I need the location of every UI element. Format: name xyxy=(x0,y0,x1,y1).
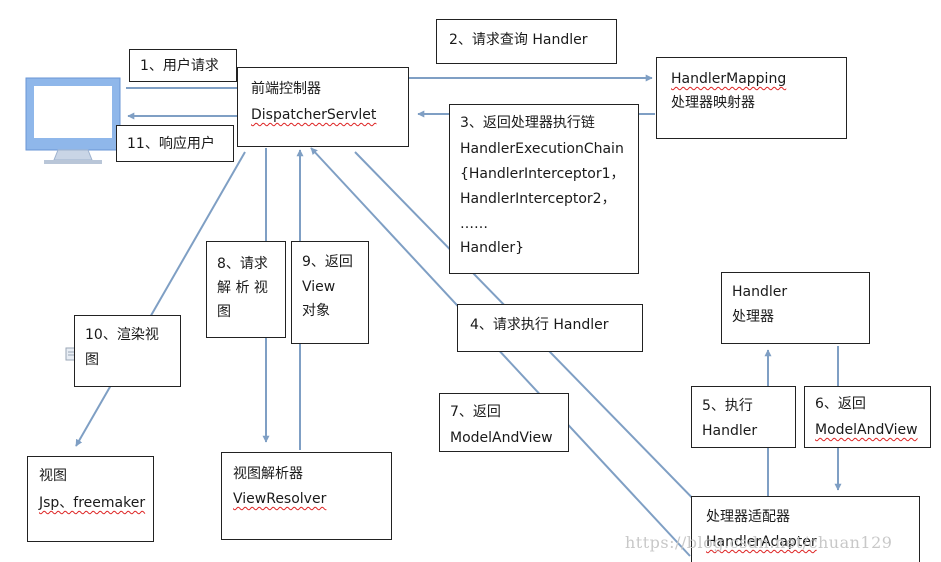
handler-adapter-line1: 处理器适配器 xyxy=(706,509,790,525)
label-return-mav: 6、返回 ModelAndView xyxy=(804,386,931,448)
handler-line1: Handler xyxy=(732,284,788,300)
return-chain-line2: HandlerExecutionChain xyxy=(460,141,624,157)
computer-monitor-icon xyxy=(25,77,121,164)
label-execute-request: 4、请求执行 Handler xyxy=(457,304,643,352)
node-handler-adapter: 处理器适配器 HandlerAdapter xyxy=(691,496,920,562)
view-resolver-line1: 视图解析器 xyxy=(233,466,303,482)
dispatcher-line1: 前端控制器 xyxy=(251,81,321,97)
node-view: 视图 Jsp、freemaker xyxy=(27,456,154,542)
return-view-line3: 对象 xyxy=(302,303,330,319)
dispatcher-line2: DispatcherServlet xyxy=(251,107,377,123)
view-line2: Jsp、freemaker xyxy=(39,495,146,511)
return-chain-line3: {HandlerInterceptor1， xyxy=(460,166,625,182)
return-chain-line1: 3、返回处理器执行链 xyxy=(460,115,595,131)
label-return-chain: 3、返回处理器执行链 HandlerExecutionChain {Handle… xyxy=(449,104,639,274)
label-render-view: 10、渲染视 图 xyxy=(74,315,181,387)
return-view-line2: View xyxy=(302,279,336,295)
render-view-line1: 10、渲染视 xyxy=(85,327,159,343)
arrow-return-mav xyxy=(310,147,691,557)
render-view-line2: 图 xyxy=(85,352,99,368)
label-execute: 5、执行 Handler xyxy=(691,386,796,448)
document-icon xyxy=(65,347,77,361)
arrow-render-view xyxy=(75,151,246,447)
label-query-handler: 2、请求查询 Handler xyxy=(436,19,617,64)
resolve-request-line2: 解 析 视 xyxy=(217,280,268,296)
node-dispatcher-servlet: 前端控制器 DispatcherServlet xyxy=(237,67,409,147)
label-resolve-request: 8、请求 解 析 视 图 xyxy=(206,241,286,338)
node-handler-mapping: HandlerMapping 处理器映射器 xyxy=(656,57,847,139)
return-mav2-line1: 7、返回 xyxy=(450,404,501,420)
return-mav2-line2: ModelAndView xyxy=(450,430,553,446)
resolve-request-line3: 图 xyxy=(217,304,231,320)
handler-mapping-line2: 处理器映射器 xyxy=(671,95,755,111)
label-query-handler-text: 2、请求查询 Handler xyxy=(449,32,588,48)
view-resolver-line2: ViewResolver xyxy=(233,491,327,507)
node-handler: Handler 处理器 xyxy=(721,272,870,344)
label-user-request-text: 1、用户请求 xyxy=(140,58,219,74)
return-mav-line2: ModelAndView xyxy=(815,422,918,438)
execute-line1: 5、执行 xyxy=(702,398,753,414)
handler-adapter-line2: HandlerAdapter xyxy=(706,534,817,550)
watermark-text: https://blog.csdn.net/chuan129 xyxy=(625,533,893,552)
return-chain-line5: …… xyxy=(460,216,488,232)
label-execute-request-text: 4、请求执行 Handler xyxy=(470,317,609,333)
label-user-request: 1、用户请求 xyxy=(129,49,237,82)
resolve-request-line1: 8、请求 xyxy=(217,256,268,272)
label-respond-user-text: 11、响应用户 xyxy=(127,136,215,152)
view-line1: 视图 xyxy=(39,468,67,484)
handler-line2: 处理器 xyxy=(732,309,774,325)
label-return-mav2: 7、返回 ModelAndView xyxy=(439,393,569,452)
return-chain-line4: HandlerInterceptor2， xyxy=(460,191,616,207)
handler-mapping-line1: HandlerMapping xyxy=(671,71,787,87)
return-chain-line6: Handler} xyxy=(460,240,525,256)
label-respond-user: 11、响应用户 xyxy=(116,125,234,162)
execute-line2: Handler xyxy=(702,423,758,439)
node-view-resolver: 视图解析器 ViewResolver xyxy=(221,452,392,540)
label-return-view: 9、返回 View 对象 xyxy=(291,241,369,344)
return-mav-line1: 6、返回 xyxy=(815,396,866,412)
return-view-line1: 9、返回 xyxy=(302,254,353,270)
